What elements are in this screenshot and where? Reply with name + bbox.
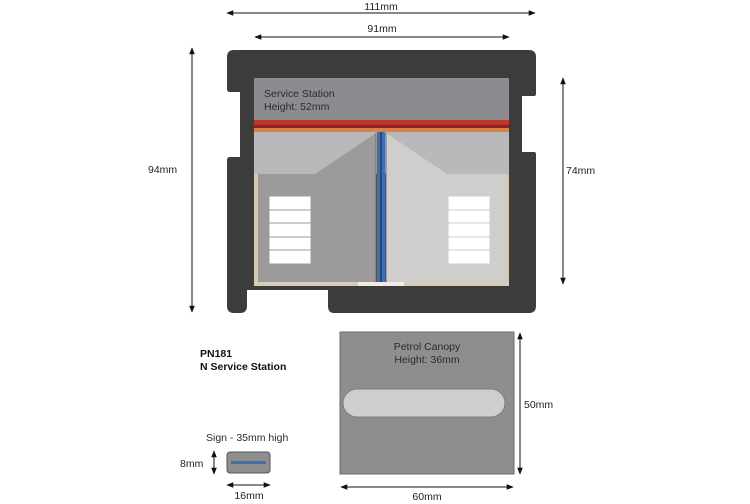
sign-width-label: 16mm (234, 490, 263, 502)
dimension-inner-height: 74mm (560, 77, 595, 285)
building-name: Service Station (264, 88, 335, 100)
dimension-outer-width: 111mm (226, 1, 536, 16)
roof-stripe-dark (254, 125, 509, 128)
sign-height-label: 8mm (180, 458, 204, 470)
inner-height-label: 74mm (566, 165, 595, 177)
canopy-island (342, 388, 506, 418)
wall-left-edge (254, 174, 258, 282)
canopy-height: Height: 36mm (394, 354, 460, 366)
roof-stripe-red (254, 120, 509, 125)
dimension-sign-height: 8mm (180, 450, 217, 475)
dimension-canopy-height: 50mm (517, 332, 553, 475)
dimension-canopy-width: 60mm (340, 484, 514, 503)
roof-top (254, 78, 509, 120)
product-name: N Service Station (200, 361, 286, 373)
wall-right-edge (506, 174, 509, 282)
inner-width-label: 91mm (367, 23, 396, 35)
sign-bar (231, 461, 266, 464)
outer-height-label: 94mm (148, 164, 177, 176)
canopy-name: Petrol Canopy (394, 341, 461, 353)
canopy-height-label: 50mm (524, 399, 553, 411)
window-right (447, 195, 491, 265)
canopy-width-label: 60mm (412, 491, 441, 503)
roof-stripe-orange (254, 128, 509, 132)
dimension-sign-width: 16mm (226, 482, 271, 502)
dimension-outer-height: 94mm (148, 47, 195, 313)
dimension-inner-width: 91mm (254, 23, 510, 40)
building-height: Height: 52mm (264, 101, 330, 113)
product-code: PN181 (200, 348, 232, 360)
window-left (268, 195, 312, 265)
outer-width-label: 111mm (364, 1, 398, 13)
sign-label: Sign - 35mm high (206, 432, 288, 444)
